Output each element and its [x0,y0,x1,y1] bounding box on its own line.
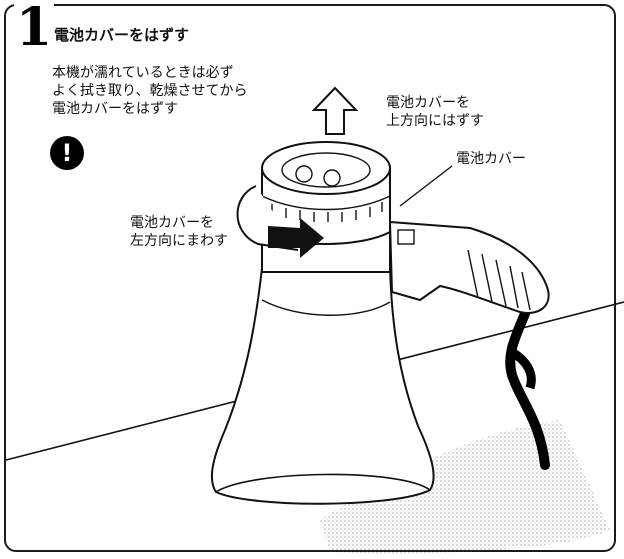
bell-band [261,299,391,316]
step-number: 1 [14,0,55,58]
lift-up-label-line: 電池カバーを [386,95,470,111]
strap [505,295,550,470]
lift-up-label: 電池カバーを 上方向にはずす [386,94,484,130]
strap-loop [509,348,536,390]
megaphone-bell [210,267,435,505]
caution-note-line: 本機が濡れているときは必ず [52,65,234,81]
lift-up-arrow [311,86,359,135]
trigger-switch [397,229,415,245]
battery-cover-pointer [399,165,453,207]
rotate-left-label-line: 左方向にまわす [130,233,228,249]
handle [388,220,550,314]
lift-up-label-line: 上方向にはずす [386,113,484,129]
step-title: 電池カバーをはずす [54,26,190,44]
handle-grip-ridges [467,249,531,311]
caution-exclamation-icon: ! [50,136,84,170]
rotate-left-arrow [268,218,324,258]
screw-left [295,165,313,183]
panel-frame [4,4,616,552]
caution-note-line: よく拭き取り、乾燥させてから [52,83,248,99]
caution-note: 本機が濡れているときは必ず よく拭き取り、乾燥させてから 電池カバーをはずす [52,64,247,118]
bell-rim [215,473,431,493]
battery-cover-label: 電池カバー [456,151,526,167]
caution-note-line: 電池カバーをはずす [52,101,178,117]
shadow-shape [320,420,610,554]
cover-knurl-line [261,195,391,211]
rotate-left-label: 電池カバーを 左方向にまわす [130,214,228,250]
screw-right [323,169,341,187]
rotate-left-label-line: 電池カバーを [130,215,214,231]
cover-ridges [271,202,383,222]
